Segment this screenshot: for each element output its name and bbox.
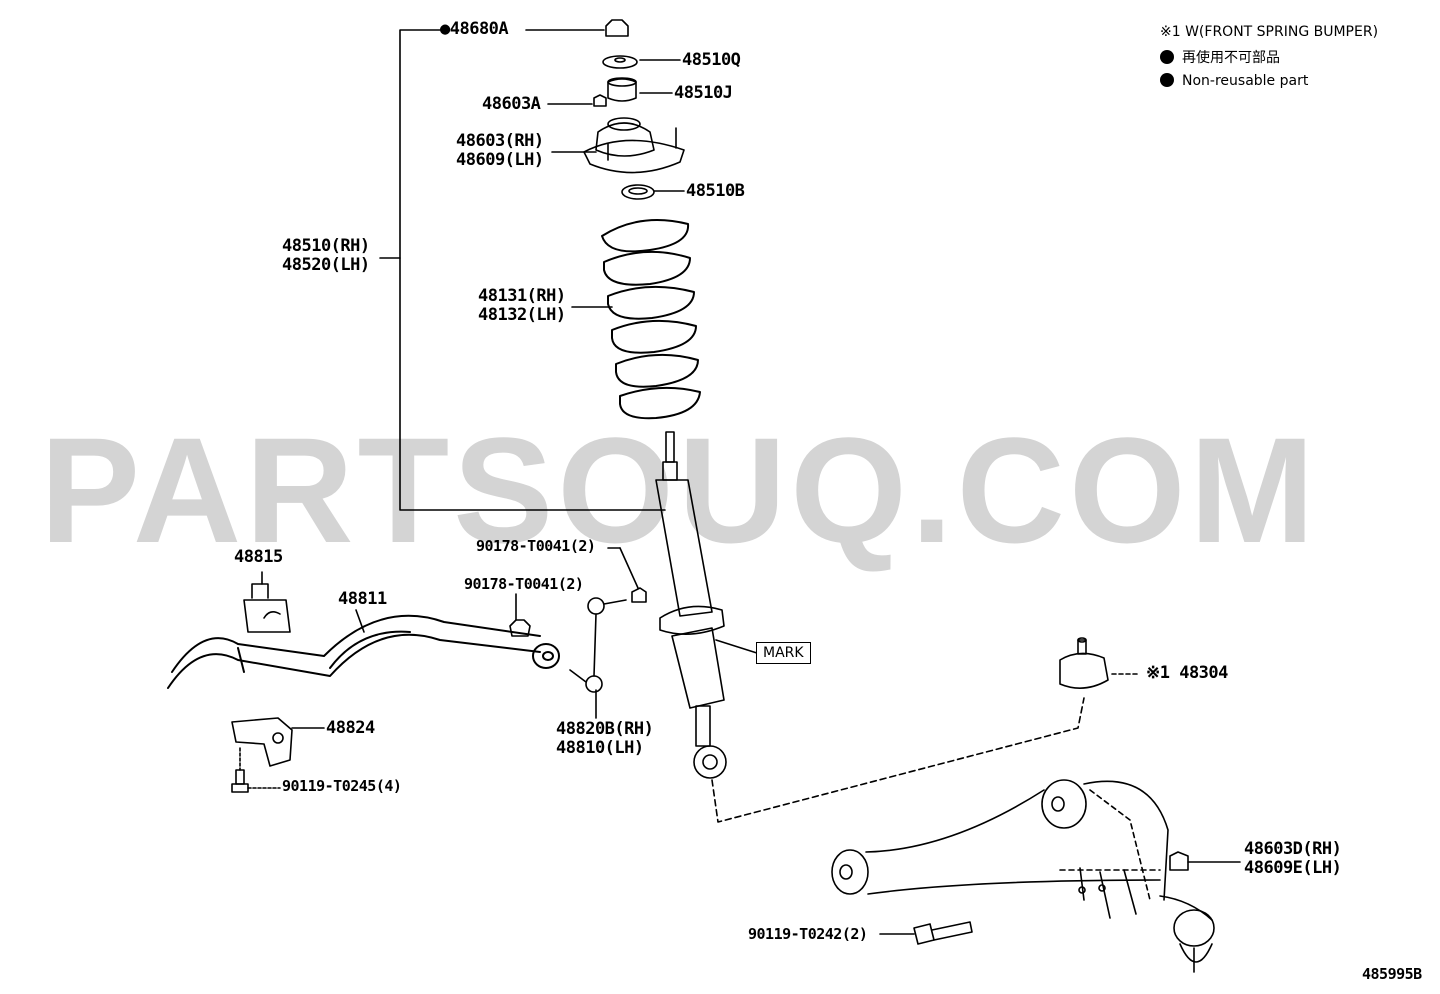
- label-48510-rh[interactable]: 48510(RH): [282, 236, 370, 256]
- label-90119-T0242[interactable]: 90119-T0242(2): [748, 925, 868, 943]
- assembly-bracket: [399, 29, 666, 511]
- label-48820B-rh[interactable]: 48820B(RH): [556, 719, 654, 739]
- bolt-90119-T0242: [913, 921, 973, 945]
- stabilizer-link-48820B: [569, 597, 627, 693]
- cushion-48510J: [607, 78, 637, 102]
- nut-48603A: [593, 94, 607, 107]
- leader-mark: [715, 639, 761, 655]
- label-48815[interactable]: 48815: [234, 547, 283, 567]
- label-48131-rh[interactable]: 48131(RH): [478, 286, 566, 306]
- legend-non-reusable-jp: 再使用不可部品: [1160, 50, 1280, 66]
- label-48824[interactable]: 48824: [326, 718, 375, 738]
- nut-48603D: [1169, 851, 1189, 871]
- bushing-48815: [243, 583, 291, 633]
- washer-48510Q: [602, 55, 638, 69]
- label-90178-T0041-b[interactable]: 90178-T0041(2): [464, 575, 584, 593]
- legend-note: ※1 W(FRONT SPRING BUMPER): [1160, 24, 1379, 40]
- coil-spring: [601, 219, 701, 420]
- label-48603A[interactable]: 48603A: [482, 94, 541, 114]
- label-48603D-rh[interactable]: 48603D(RH): [1244, 839, 1342, 859]
- watermark-text: PARTSOUQ.COM: [40, 406, 1319, 574]
- label-48304[interactable]: ※1 48304: [1146, 663, 1228, 683]
- label-48810-lh[interactable]: 48810(LH): [556, 738, 644, 758]
- label-48609-lh[interactable]: 48609(LH): [456, 150, 544, 170]
- label-48510B[interactable]: 48510B: [686, 181, 745, 201]
- bullet-icon: [1160, 73, 1174, 87]
- diagram-id: 485995B: [1362, 965, 1422, 983]
- label-48510Q[interactable]: 48510Q: [682, 50, 741, 70]
- label-90178-T0041-a[interactable]: 90178-T0041(2): [476, 537, 596, 555]
- label-48680A[interactable]: ●48680A: [440, 19, 509, 39]
- label-48132-lh[interactable]: 48132(LH): [478, 305, 566, 325]
- label-48811[interactable]: 48811: [338, 589, 387, 609]
- mark-box: MARK: [756, 642, 811, 664]
- mount-dashed: [711, 697, 1085, 823]
- nut-90178-a: [631, 587, 647, 603]
- seat-48510B: [621, 184, 655, 200]
- label-48510J[interactable]: 48510J: [674, 83, 733, 103]
- legend-non-reusable-en: Non-reusable part: [1160, 73, 1308, 89]
- bracket-48824: [231, 717, 293, 767]
- label-90119-T0245[interactable]: 90119-T0245(4): [282, 777, 402, 795]
- label-48609E-lh[interactable]: 48609E(LH): [1244, 858, 1342, 878]
- bolt-90119-T0245: [231, 769, 249, 793]
- label-48603-rh[interactable]: 48603(RH): [456, 131, 544, 151]
- shock-absorber: [655, 431, 727, 779]
- stabilizer-bar-48811: [167, 614, 560, 689]
- upper-control-arm: [831, 779, 1215, 973]
- label-48520-lh[interactable]: 48520(LH): [282, 255, 370, 275]
- bullet-icon: [1160, 50, 1174, 64]
- support-48603: [583, 139, 685, 174]
- bumper-48304: [1059, 637, 1109, 689]
- nut-48680A: [605, 19, 629, 37]
